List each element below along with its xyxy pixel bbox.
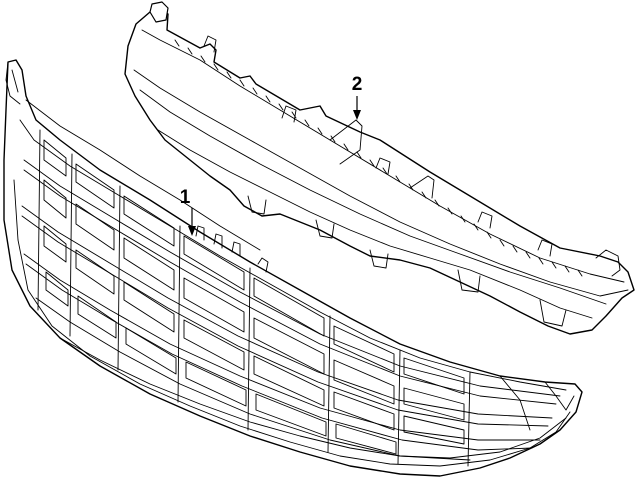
callout-2-arrowhead (353, 110, 361, 120)
callout-1: 1 (180, 187, 196, 236)
callout-2-label: 2 (352, 74, 363, 95)
callout-1-label: 1 (180, 187, 191, 208)
callout-1-arrowhead (188, 226, 196, 236)
part-1-grille (3, 59, 583, 477)
part-2-upper-bracket (124, 1, 635, 335)
callout-2: 2 (352, 74, 363, 120)
